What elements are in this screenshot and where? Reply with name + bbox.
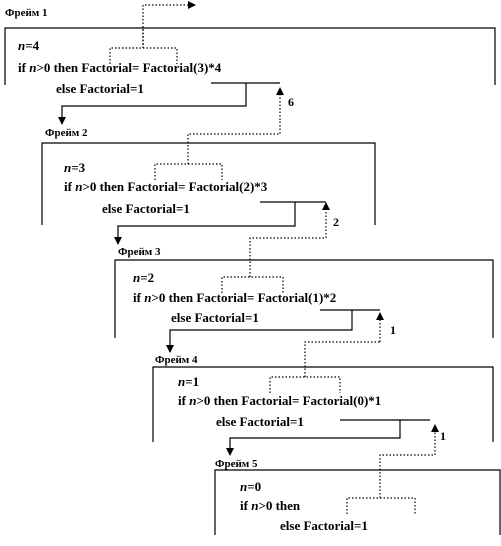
return-path (304, 341, 380, 367)
frame-label: Фрейм 3 (118, 246, 161, 258)
frame-1: Фрейм 1n=4if n>0 then Factorial= Factori… (4, 7, 496, 96)
frame-box (4, 27, 496, 85)
code-line: else Factorial=1 (216, 414, 304, 429)
frame-box (114, 259, 494, 338)
code-line: n=0 (240, 479, 261, 494)
code-text: if (64, 179, 75, 194)
code-line: if n>0 then Factorial= Factorial(0)*1 (178, 393, 381, 408)
call-bracket (269, 376, 341, 393)
code-line: else Factorial=1 (171, 310, 259, 325)
var-n: n (178, 374, 185, 389)
return-value: 2 (333, 215, 339, 229)
code-text: else Factorial=1 (171, 310, 259, 325)
frames: Фрейм 1n=4if n>0 then Factorial= Factori… (4, 7, 501, 535)
code-line: if n>0 then Factorial= Factorial(2)*3 (64, 179, 268, 194)
return-path (249, 237, 326, 260)
connectors: 6 2 1 1 (58, 1, 446, 514)
code-text: else Factorial=1 (102, 201, 190, 216)
code-line: else Factorial=1 (280, 518, 368, 533)
var-n: n (64, 160, 71, 175)
code-text: =3 (71, 160, 85, 175)
entry-arrow (142, 1, 196, 45)
var-n: n (189, 393, 196, 408)
code-text: else Factorial=1 (280, 518, 368, 533)
frame-box (41, 142, 376, 225)
frame-box (214, 469, 501, 535)
code-line: if n>0 then (240, 498, 301, 513)
code-text: =4 (25, 38, 39, 53)
frame-label: Фрейм 4 (155, 354, 198, 366)
code-text: else Factorial=1 (56, 81, 144, 96)
code-line: n=2 (133, 270, 154, 285)
return-value: 1 (440, 429, 446, 443)
code-text: >0 then Factorial= Factorial(0)*1 (196, 393, 381, 408)
code-text: if (18, 60, 29, 75)
call-bracket (221, 276, 284, 293)
code-line: if n>0 then Factorial= Factorial(1)*2 (133, 290, 336, 305)
frame-label: Фрейм 5 (215, 458, 258, 470)
var-n: n (75, 179, 82, 194)
var-n: n (240, 479, 247, 494)
code-text: =1 (185, 374, 199, 389)
call-arrow (166, 310, 353, 353)
var-n: n (144, 290, 151, 305)
code-text: if (133, 290, 144, 305)
call-arrow (114, 202, 296, 245)
code-line: n=3 (64, 160, 86, 175)
code-text: =0 (247, 479, 261, 494)
code-text: else Factorial=1 (216, 414, 304, 429)
code-text: >0 then Factorial= Factorial(3)*4 (36, 60, 221, 75)
code-text: if (240, 498, 251, 513)
frame-box (152, 366, 494, 442)
code-text: >0 then (258, 498, 300, 513)
frame-4: Фрейм 4n=1if n>0 then Factorial= Factori… (152, 354, 494, 442)
call-bracket (154, 163, 223, 180)
code-line: else Factorial=1 (102, 201, 190, 216)
return-value: 1 (390, 323, 396, 337)
code-text: >0 then Factorial= Factorial(2)*3 (82, 179, 267, 194)
return-value: 6 (288, 95, 294, 109)
code-line: else Factorial=1 (56, 81, 144, 96)
var-n: n (18, 38, 25, 53)
call-bracket (346, 497, 416, 514)
call-arrow (226, 420, 401, 456)
var-n: n (29, 60, 36, 75)
code-text: >0 then Factorial= Factorial(1)*2 (151, 290, 336, 305)
frame-label: Фрейм 2 (45, 127, 88, 139)
var-n: n (251, 498, 258, 513)
code-line: n=1 (178, 374, 199, 389)
frame-5-connectors (346, 497, 416, 514)
frame-3-connectors: 1 (166, 276, 396, 353)
return-path (187, 120, 281, 143)
frame-label: Фрейм 1 (5, 7, 48, 19)
var-n: n (133, 270, 140, 285)
frame-4-connectors: 1 (226, 376, 446, 456)
frame-2: Фрейм 2n=3if n>0 then Factorial= Factori… (41, 127, 376, 225)
code-text: =2 (140, 270, 154, 285)
code-line: n=4 (18, 38, 40, 53)
frame-3: Фрейм 3n=2if n>0 then Factorial= Factori… (114, 246, 494, 338)
call-arrow (58, 83, 247, 125)
return-path (379, 454, 435, 470)
code-text: if (178, 393, 189, 408)
code-line: if n>0 then Factorial= Factorial(3)*4 (18, 60, 222, 75)
